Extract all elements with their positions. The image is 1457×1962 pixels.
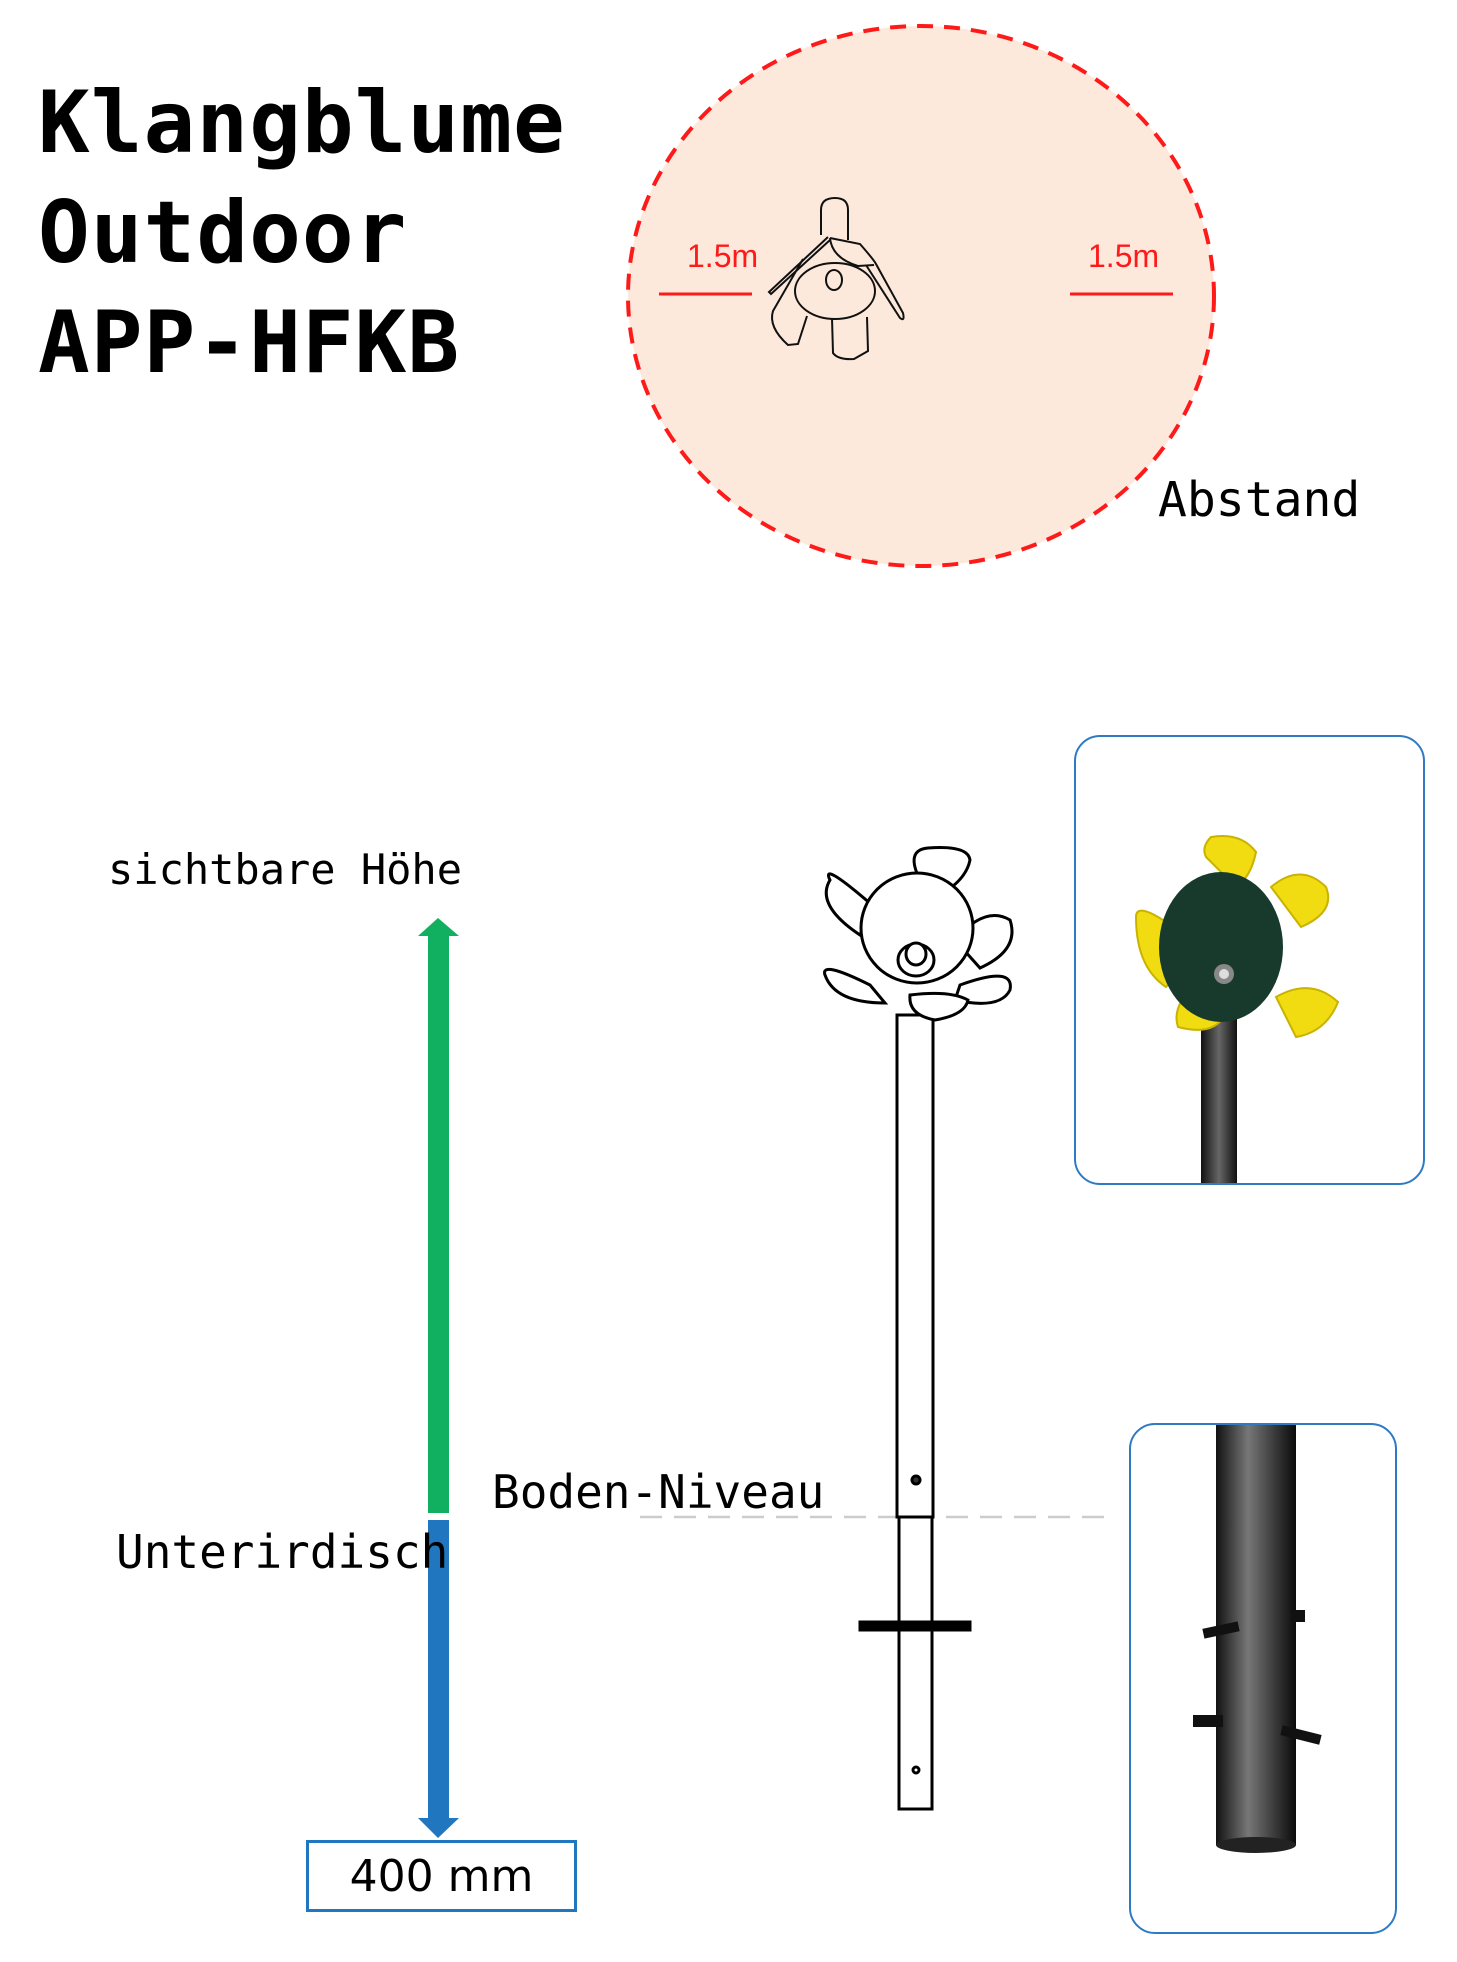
clearance-left-label: 1.5m bbox=[687, 238, 759, 274]
clearance-right-label: 1.5m bbox=[1088, 238, 1160, 274]
underground-arrow-head bbox=[418, 1818, 459, 1838]
flower-head-photo bbox=[1074, 735, 1425, 1185]
product-title-line3: APP-HFKB bbox=[38, 293, 461, 393]
flower-head-icon bbox=[823, 846, 1014, 1022]
visible-arrow-head bbox=[418, 918, 459, 936]
clearance-caption: Abstand bbox=[1158, 472, 1361, 528]
visible-height-arrow bbox=[428, 932, 449, 1513]
pole-side-view bbox=[858, 1013, 972, 1811]
clearance-zone bbox=[626, 24, 1216, 568]
visible-height-label: sichtbare Höhe bbox=[108, 845, 463, 894]
ground-level-label: Boden-Niveau bbox=[492, 1465, 825, 1519]
underground-label: Unterirdisch bbox=[116, 1525, 449, 1579]
depth-value-box: 400 mm bbox=[306, 1840, 577, 1912]
product-title-line2: Outdoor bbox=[38, 183, 408, 283]
product-title-line1: Klangblume bbox=[38, 73, 566, 173]
pole-anchor-photo bbox=[1129, 1423, 1397, 1934]
underground-arrow bbox=[428, 1520, 449, 1820]
flower-top-view-icon bbox=[767, 196, 905, 361]
